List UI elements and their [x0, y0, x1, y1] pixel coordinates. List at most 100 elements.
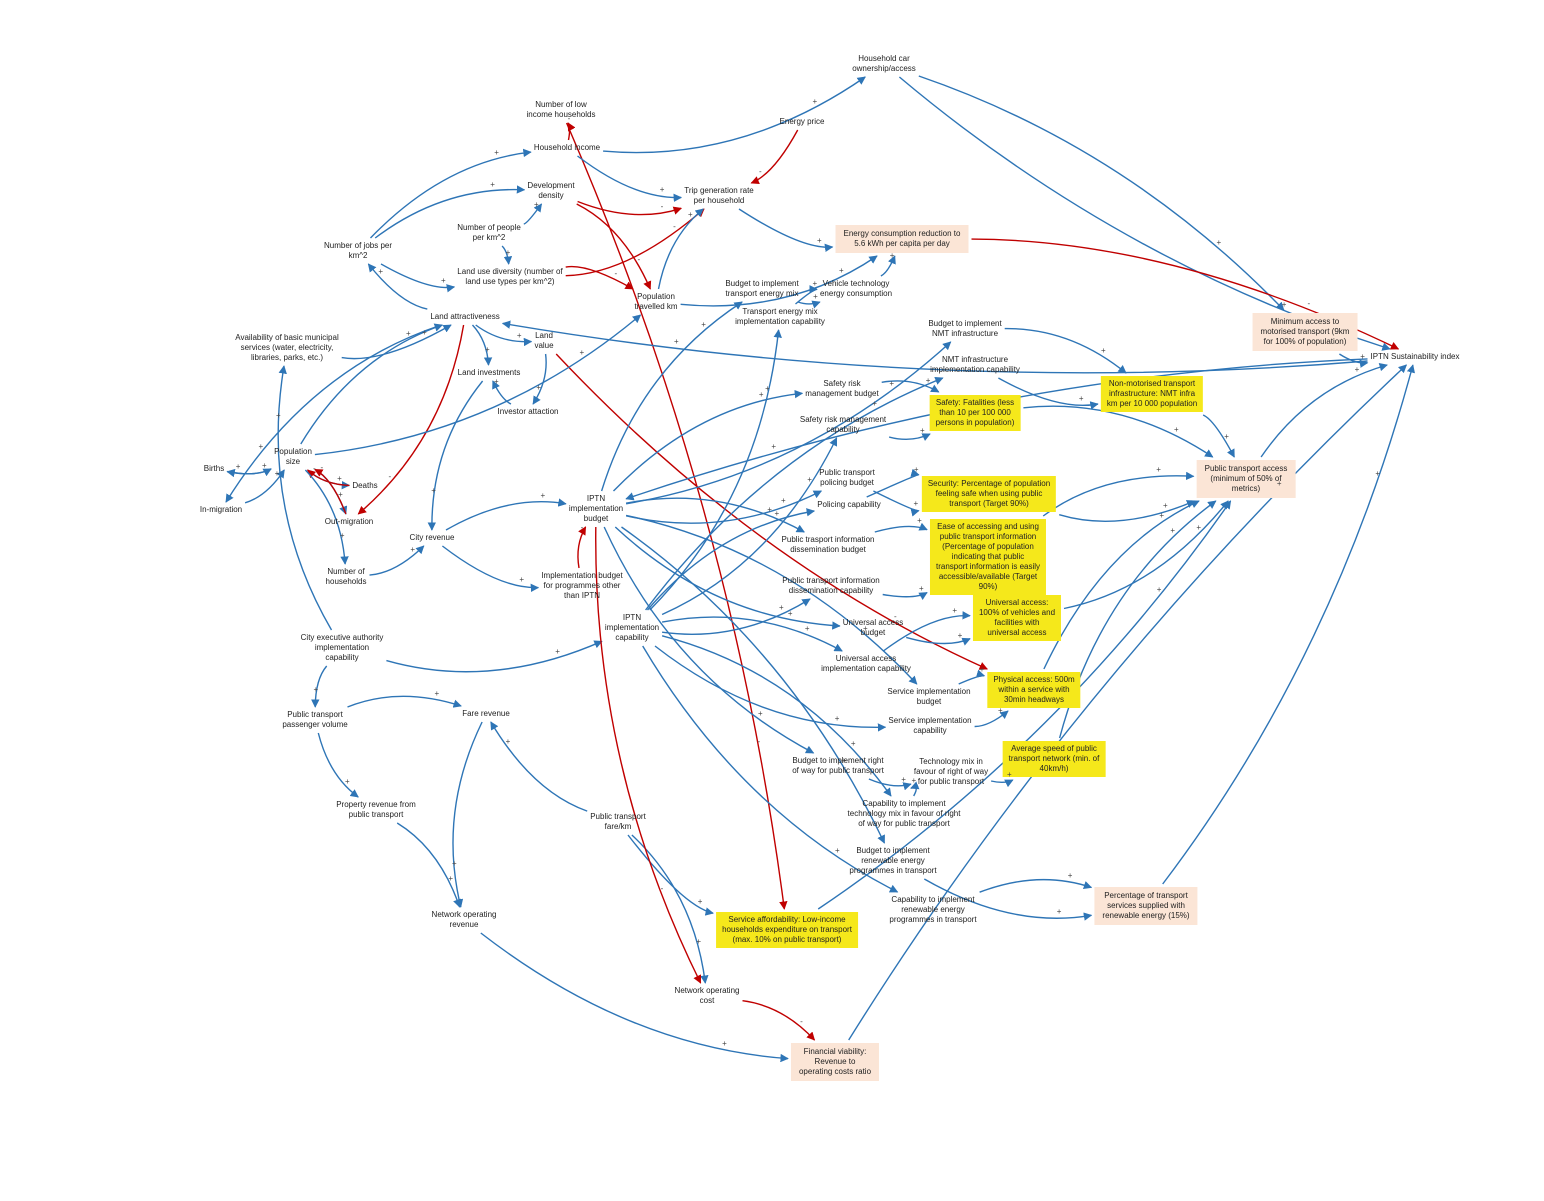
edge-pt_passenger_volume-to-property_revenue — [317, 732, 359, 798]
node-energy-price: Energy price — [779, 117, 825, 126]
polarity-population_size-to-population_km: + — [579, 347, 585, 357]
polarity-implementation_other-to-iptn_budget: - — [580, 523, 584, 533]
polarity-iptn_capability-to-policing_capability: + — [774, 509, 780, 519]
node-land-investments: Land investments — [457, 368, 521, 377]
polarity-iptn_budget-to-safety_budget: + — [758, 389, 764, 399]
polarity-deaths-to-population_size: - — [313, 464, 316, 474]
edge-out_migration-to-population_size — [314, 468, 347, 515]
edge-land_investments-to-city_revenue — [427, 380, 484, 531]
polarity-land_attractiveness-to-land_investments: + — [485, 344, 490, 354]
polarity-population_size-to-number_households: + — [339, 531, 345, 541]
node-iptn-sustainability-index: IPTN Sustainability index — [1370, 352, 1460, 361]
polarity-nmt_capability-to-nmt_infrastructure: + — [1078, 394, 1084, 404]
node-development-density: Development density — [527, 181, 575, 200]
polarity-pt_passenger_volume-to-fare_revenue: + — [434, 688, 440, 698]
edge-energy_mix_capability-to-vehicle_technology — [795, 285, 818, 305]
polarity-iptn_index-to-iptn_budget: + — [771, 442, 777, 452]
node-service-affordability-target: Service affordability: Low-income househ… — [716, 912, 858, 948]
polarity-development_density-to-trip_generation: - — [660, 202, 664, 211]
polarity-pt_fare_km-to-network_operating_cost: + — [696, 937, 702, 947]
edge-nmt_infrastructure-to-public_transport_access — [1202, 414, 1235, 458]
polarity-land_attractiveness-to-jobs_per_km2: + — [378, 267, 384, 277]
polarity-out_migration-to-population_size: - — [320, 463, 324, 473]
node-security-target: Security: Percentage of population feeli… — [921, 476, 1057, 512]
polarity-jobs_per_km2-to-land_use_diversity: + — [441, 276, 446, 286]
node-low-income-households: Number of low income households — [526, 100, 596, 119]
edge-trip_generation-to-energy_consumption — [738, 208, 834, 253]
edge-people_per_km2-to-development_density — [523, 203, 543, 225]
edge-land_use_diversity-to-trip_generation — [565, 208, 705, 277]
polarity-capability_tech_mix-to-technology_mix: + — [911, 776, 917, 786]
polarity-municipal_services-to-land_attractiveness: + — [422, 328, 427, 337]
edge-universal_capability-to-universal_access — [882, 611, 971, 652]
node-trip-generation-rate: Trip generation rate per household — [684, 186, 754, 205]
edge-iptn_budget-to-policing_budget — [625, 490, 823, 524]
node-in-migration: In-migration — [199, 505, 243, 514]
edge-info_capability-to-ease_info — [882, 591, 928, 601]
polarity-iptn_capability-to-universal_capability: + — [804, 623, 810, 633]
polarity-service_capability-to-physical_access: + — [998, 705, 1003, 715]
edge-city_revenue-to-implementation_other — [441, 545, 540, 593]
polarity-iptn_budget-to-budget_row: + — [757, 709, 763, 719]
polarity-land_attractiveness-to-in_migration: + — [258, 441, 264, 451]
polarity-capability_renewable-to-percentage_renewable: + — [1067, 871, 1073, 880]
node-pt-passenger-volume: Public transport passenger volume — [282, 710, 348, 729]
polarity-network_operating_revenue-to-financial_viability: + — [722, 1038, 727, 1048]
edge-iptn_budget-to-universal_budget — [614, 526, 841, 630]
polarity-info_capability-to-ease_info: + — [918, 584, 924, 593]
edge-average_speed-to-public_transport_access — [1058, 500, 1217, 739]
polarity-low_income_hh-to-service_affordability: - — [757, 737, 761, 746]
polarity-vehicle_technology-to-energy_consumption: + — [889, 251, 895, 260]
polarity-universal_capability-to-universal_access: + — [952, 605, 958, 615]
node-safety-budget: Safety risk management budget — [805, 379, 879, 398]
node-minimum-access-motorised: Minimum access to motorised transport (9… — [1252, 313, 1358, 351]
polarity-universal_budget-to-universal_access: + — [957, 630, 963, 640]
node-land-use-diversity: Land use diversity (number of land use t… — [457, 267, 563, 286]
node-property-revenue: Property revenue from public transport — [336, 800, 416, 819]
polarity-births-to-population_size: + — [262, 460, 267, 470]
polarity-percentage_renewable-to-iptn_index: + — [1375, 468, 1381, 478]
edge-population_size-to-population_km — [314, 314, 642, 456]
polarity-iptn_capability-to-energy_mix_capability: + — [765, 384, 770, 394]
node-universal-capability: Universal access implementation capabili… — [821, 654, 911, 673]
node-financial-viability: Financial viability: Revenue to operatin… — [790, 1043, 880, 1081]
polarity-people_per_km2-to-land_use_diversity: + — [505, 248, 511, 258]
node-universal-access-target: Universal access: 100% of vehicles and f… — [972, 595, 1062, 641]
node-policing-budget: Public transport policing budget — [819, 468, 875, 487]
polarity-population_size-to-land_attractiveness: + — [405, 328, 411, 338]
node-average-speed-target: Average speed of public transport networ… — [1002, 741, 1106, 777]
node-capability-renewable: Capability to implement renewable energy… — [889, 895, 977, 924]
polarity-iptn_budget-to-network_operating_cost: - — [660, 884, 664, 894]
edge-jobs_per_km2-to-household_income — [369, 148, 532, 239]
edge-security-to-public_transport_access — [1059, 500, 1196, 522]
edge-iptn_capability-to-nmt_capability — [645, 376, 944, 611]
edge-info_budget-to-ease_info — [874, 522, 928, 533]
polarity-people_per_km2-to-development_density: + — [533, 199, 539, 209]
edge-capability_tech_mix-to-technology_mix — [910, 781, 920, 797]
polarity-population_size-to-deaths: + — [337, 473, 342, 483]
polarity-min_access_motorised-to-iptn_index: + — [1360, 351, 1365, 361]
edge-safety_capability-to-safety_fatalities — [888, 433, 931, 442]
polarity-population_km-to-energy_consumption: + — [839, 265, 844, 275]
edge-property_revenue-to-network_operating_revenue — [396, 822, 462, 908]
node-safety-fatalities-target: Safety: Fatalities (less than 10 per 100… — [929, 395, 1021, 431]
edge-iptn_capability-to-capability_renewable — [642, 645, 899, 893]
edge-number_households-to-city_revenue — [369, 545, 425, 576]
polarity-jobs_per_km2-to-household_income: + — [494, 147, 499, 157]
polarity-physical_access-to-public_transport_access: + — [1159, 511, 1165, 521]
edge-universal_access-to-public_transport_access — [1063, 500, 1229, 610]
edge-iptn_budget-to-budget_energy_mix — [600, 301, 743, 492]
edge-investor_attraction-to-land_investments — [492, 380, 512, 405]
edge-household_income-to-household_car — [603, 76, 866, 154]
polarity-ease_info-to-public_transport_access: + — [1156, 465, 1161, 475]
polarity-safety_fatalities-to-public_transport_access: + — [1173, 424, 1179, 434]
node-ease-info-target: Ease of accessing and using public trans… — [929, 519, 1047, 595]
polarity-service_affordability-to-public_transport_access: + — [1156, 585, 1162, 595]
edge-network_operating_cost-to-financial_viability — [742, 1000, 816, 1041]
edge-energy_price-to-trip_generation — [750, 129, 799, 185]
edge-municipal_services-to-land_attractiveness — [341, 324, 452, 360]
polarity-land_attractiveness-to-land_value: + — [516, 330, 522, 340]
node-policing-capability: Policing capability — [817, 500, 881, 509]
